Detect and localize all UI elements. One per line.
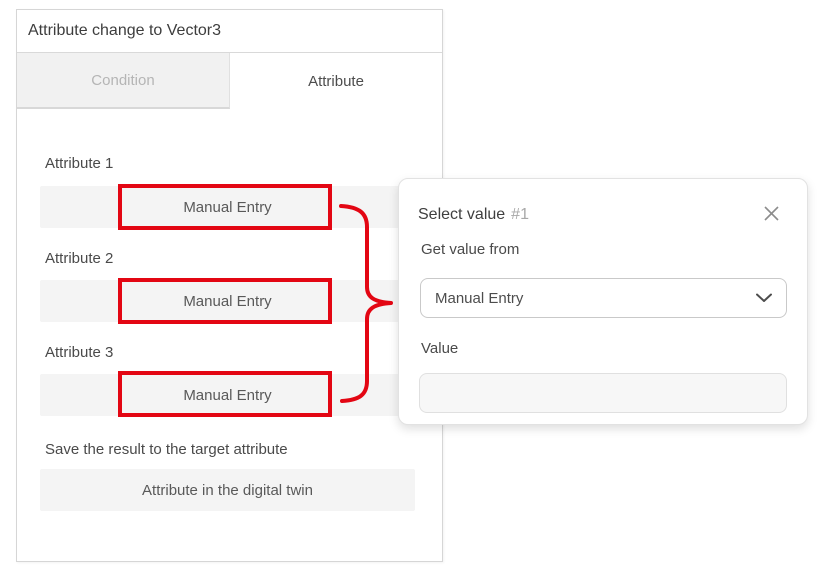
tab-condition[interactable]: Condition <box>17 53 230 109</box>
close-icon <box>763 205 779 221</box>
popup-index-badge: #1 <box>511 206 529 223</box>
save-target-button[interactable]: Attribute in the digital twin <box>40 469 415 511</box>
attribute-1-label: Attribute 1 <box>45 155 114 172</box>
save-target-label: Save the result to the target attribute <box>45 441 288 458</box>
tab-bar: Condition Attribute <box>17 53 442 109</box>
attribute-3-label: Attribute 3 <box>45 344 114 361</box>
get-value-from-dropdown[interactable]: Manual Entry <box>420 278 787 318</box>
red-highlight-box-attribute-3 <box>118 371 332 417</box>
attribute-2-label: Attribute 2 <box>45 250 114 267</box>
value-input[interactable] <box>419 373 787 413</box>
tab-attribute[interactable]: Attribute <box>230 53 442 109</box>
chevron-down-icon <box>756 293 772 302</box>
red-highlight-box-attribute-2 <box>118 278 332 324</box>
value-label: Value <box>421 340 459 357</box>
dropdown-selected-value: Manual Entry <box>435 289 524 307</box>
get-value-from-label: Get value from <box>421 241 520 258</box>
panel-title: Attribute change to Vector3 <box>17 10 442 53</box>
close-button[interactable] <box>760 202 782 224</box>
select-value-popup: Select value #1 Get value from Manual Ent… <box>398 178 808 425</box>
popup-title-text: Select value <box>418 206 506 223</box>
red-highlight-box-attribute-1 <box>118 184 332 230</box>
popup-title: Select value #1 <box>418 206 529 224</box>
